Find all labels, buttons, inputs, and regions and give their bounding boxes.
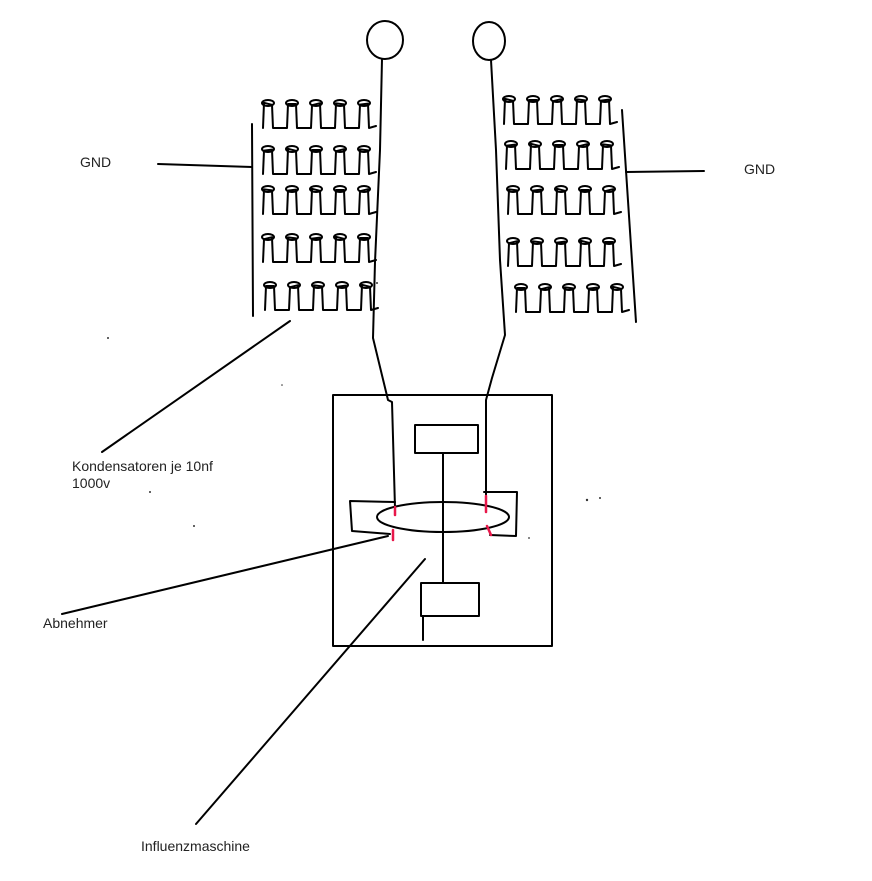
capacitor-row-right-3 <box>507 187 622 215</box>
left-pickup-bracket <box>349 500 396 535</box>
terminal-electrodes <box>366 20 506 61</box>
stray-dots <box>107 282 601 539</box>
capacitor-row-left-4 <box>262 235 377 263</box>
capacitor-leader <box>101 320 291 453</box>
capacitor-right-3-2 <box>530 185 544 193</box>
capacitor-row-left-5 <box>264 283 379 311</box>
capacitor-right-3-4 <box>578 185 592 193</box>
capacitor-left-2-3 <box>309 145 323 153</box>
capacitor-right-2-5 <box>600 140 614 148</box>
capacitor-right-2-3 <box>552 140 566 148</box>
capacitor-left-4-3 <box>309 233 323 241</box>
capacitor-left-5-1 <box>263 281 277 289</box>
capacitor-right-4-4 <box>578 237 592 245</box>
capacitor-row-right-5 <box>515 285 630 313</box>
capacitor-right-1-3 <box>550 95 564 103</box>
capacitor-left-5-3 <box>311 281 325 289</box>
capacitor-left-1-2 <box>285 99 299 107</box>
capacitor-left-1-4 <box>333 99 347 107</box>
right-lead <box>485 59 506 501</box>
capacitor-right-5-3 <box>562 283 576 291</box>
leader-lines <box>61 320 426 825</box>
capacitor-right-5-2 <box>538 283 552 291</box>
capacitor-row-left-3 <box>262 187 377 215</box>
capacitor-left-3-3 <box>309 185 323 193</box>
gnd-label-right: GND <box>744 161 776 177</box>
capacitor-right-3-1 <box>506 185 520 193</box>
influence-machine <box>332 394 553 647</box>
capacitor-row-left-1 <box>262 101 377 129</box>
machine-label: Influenzmaschine <box>141 838 250 854</box>
capacitor-left-2-4 <box>333 145 347 153</box>
capacitor-right-4-3 <box>554 237 568 245</box>
pickup-label: Abnehmer <box>43 615 108 631</box>
capacitor-left-5-4 <box>335 281 349 289</box>
capacitor-left-5-5 <box>359 281 373 289</box>
left-ground-rail <box>251 123 254 317</box>
gnd-wire-right <box>625 170 705 173</box>
capacitor-left-4-1 <box>261 233 275 241</box>
capacitor-label: Kondensatoren je 10nf 1000v <box>72 458 213 491</box>
rotating-disk <box>376 501 510 533</box>
capacitor-right-4-2 <box>530 237 544 245</box>
capacitor-right-5-1 <box>514 283 528 291</box>
capacitor-right-4-5 <box>602 237 616 245</box>
pickup-leader <box>61 535 389 615</box>
right-ground-rail <box>621 109 637 323</box>
bank-rails <box>157 109 705 323</box>
right-contact-bottom <box>485 524 493 537</box>
capacitor-left-4-4 <box>333 233 347 241</box>
capacitor-row-right-1 <box>503 97 618 125</box>
capacitor-row-right-2 <box>505 142 620 170</box>
capacitor-right-1-1 <box>502 95 516 103</box>
capacitor-right-2-1 <box>504 140 518 148</box>
gnd-wire-left <box>157 163 253 168</box>
capacitor-right-2-2 <box>528 140 542 148</box>
capacitor-row-right-4 <box>507 239 622 267</box>
capacitor-right-5-5 <box>610 283 624 291</box>
capacitor-right-3-5 <box>602 185 616 193</box>
capacitor-left-3-2 <box>285 185 299 193</box>
capacitor-row-left-2 <box>262 147 377 175</box>
capacitor-right-2-4 <box>576 140 590 148</box>
left-lead <box>372 58 396 509</box>
left-terminal-sphere <box>366 20 404 60</box>
machine-leader <box>195 558 426 825</box>
capacitor-left-3-1 <box>261 185 275 193</box>
capacitor-left-2-2 <box>285 145 299 153</box>
capacitor-left-4-2 <box>285 233 299 241</box>
gnd-label-left: GND <box>80 154 112 170</box>
pickup-contacts <box>391 494 493 542</box>
capacitor-right-3-3 <box>554 185 568 193</box>
machine-housing <box>332 394 553 647</box>
capacitor-left-1-3 <box>309 99 323 107</box>
capacitor-right-1-2 <box>526 95 540 103</box>
capacitor-left-1-5 <box>357 99 371 107</box>
capacitor-left-2-1 <box>261 145 275 153</box>
capacitor-left-4-5 <box>357 233 371 241</box>
terminal-leads <box>372 58 506 509</box>
capacitor-left-2-5 <box>357 145 371 153</box>
lower-block <box>420 582 480 617</box>
right-terminal-sphere <box>472 21 506 61</box>
upper-block <box>414 424 479 454</box>
capacitor-bank-right <box>502 95 630 313</box>
capacitor-right-1-5 <box>598 95 612 103</box>
capacitor-bank-left <box>261 99 379 311</box>
capacitor-right-1-4 <box>574 95 588 103</box>
capacitor-left-3-5 <box>357 185 371 193</box>
capacitor-right-4-1 <box>506 237 520 245</box>
right-pickup-bracket <box>483 491 518 537</box>
capacitor-left-5-2 <box>287 281 301 289</box>
capacitor-left-3-4 <box>333 185 347 193</box>
capacitor-right-5-4 <box>586 283 600 291</box>
capacitor-left-1-1 <box>261 99 275 107</box>
